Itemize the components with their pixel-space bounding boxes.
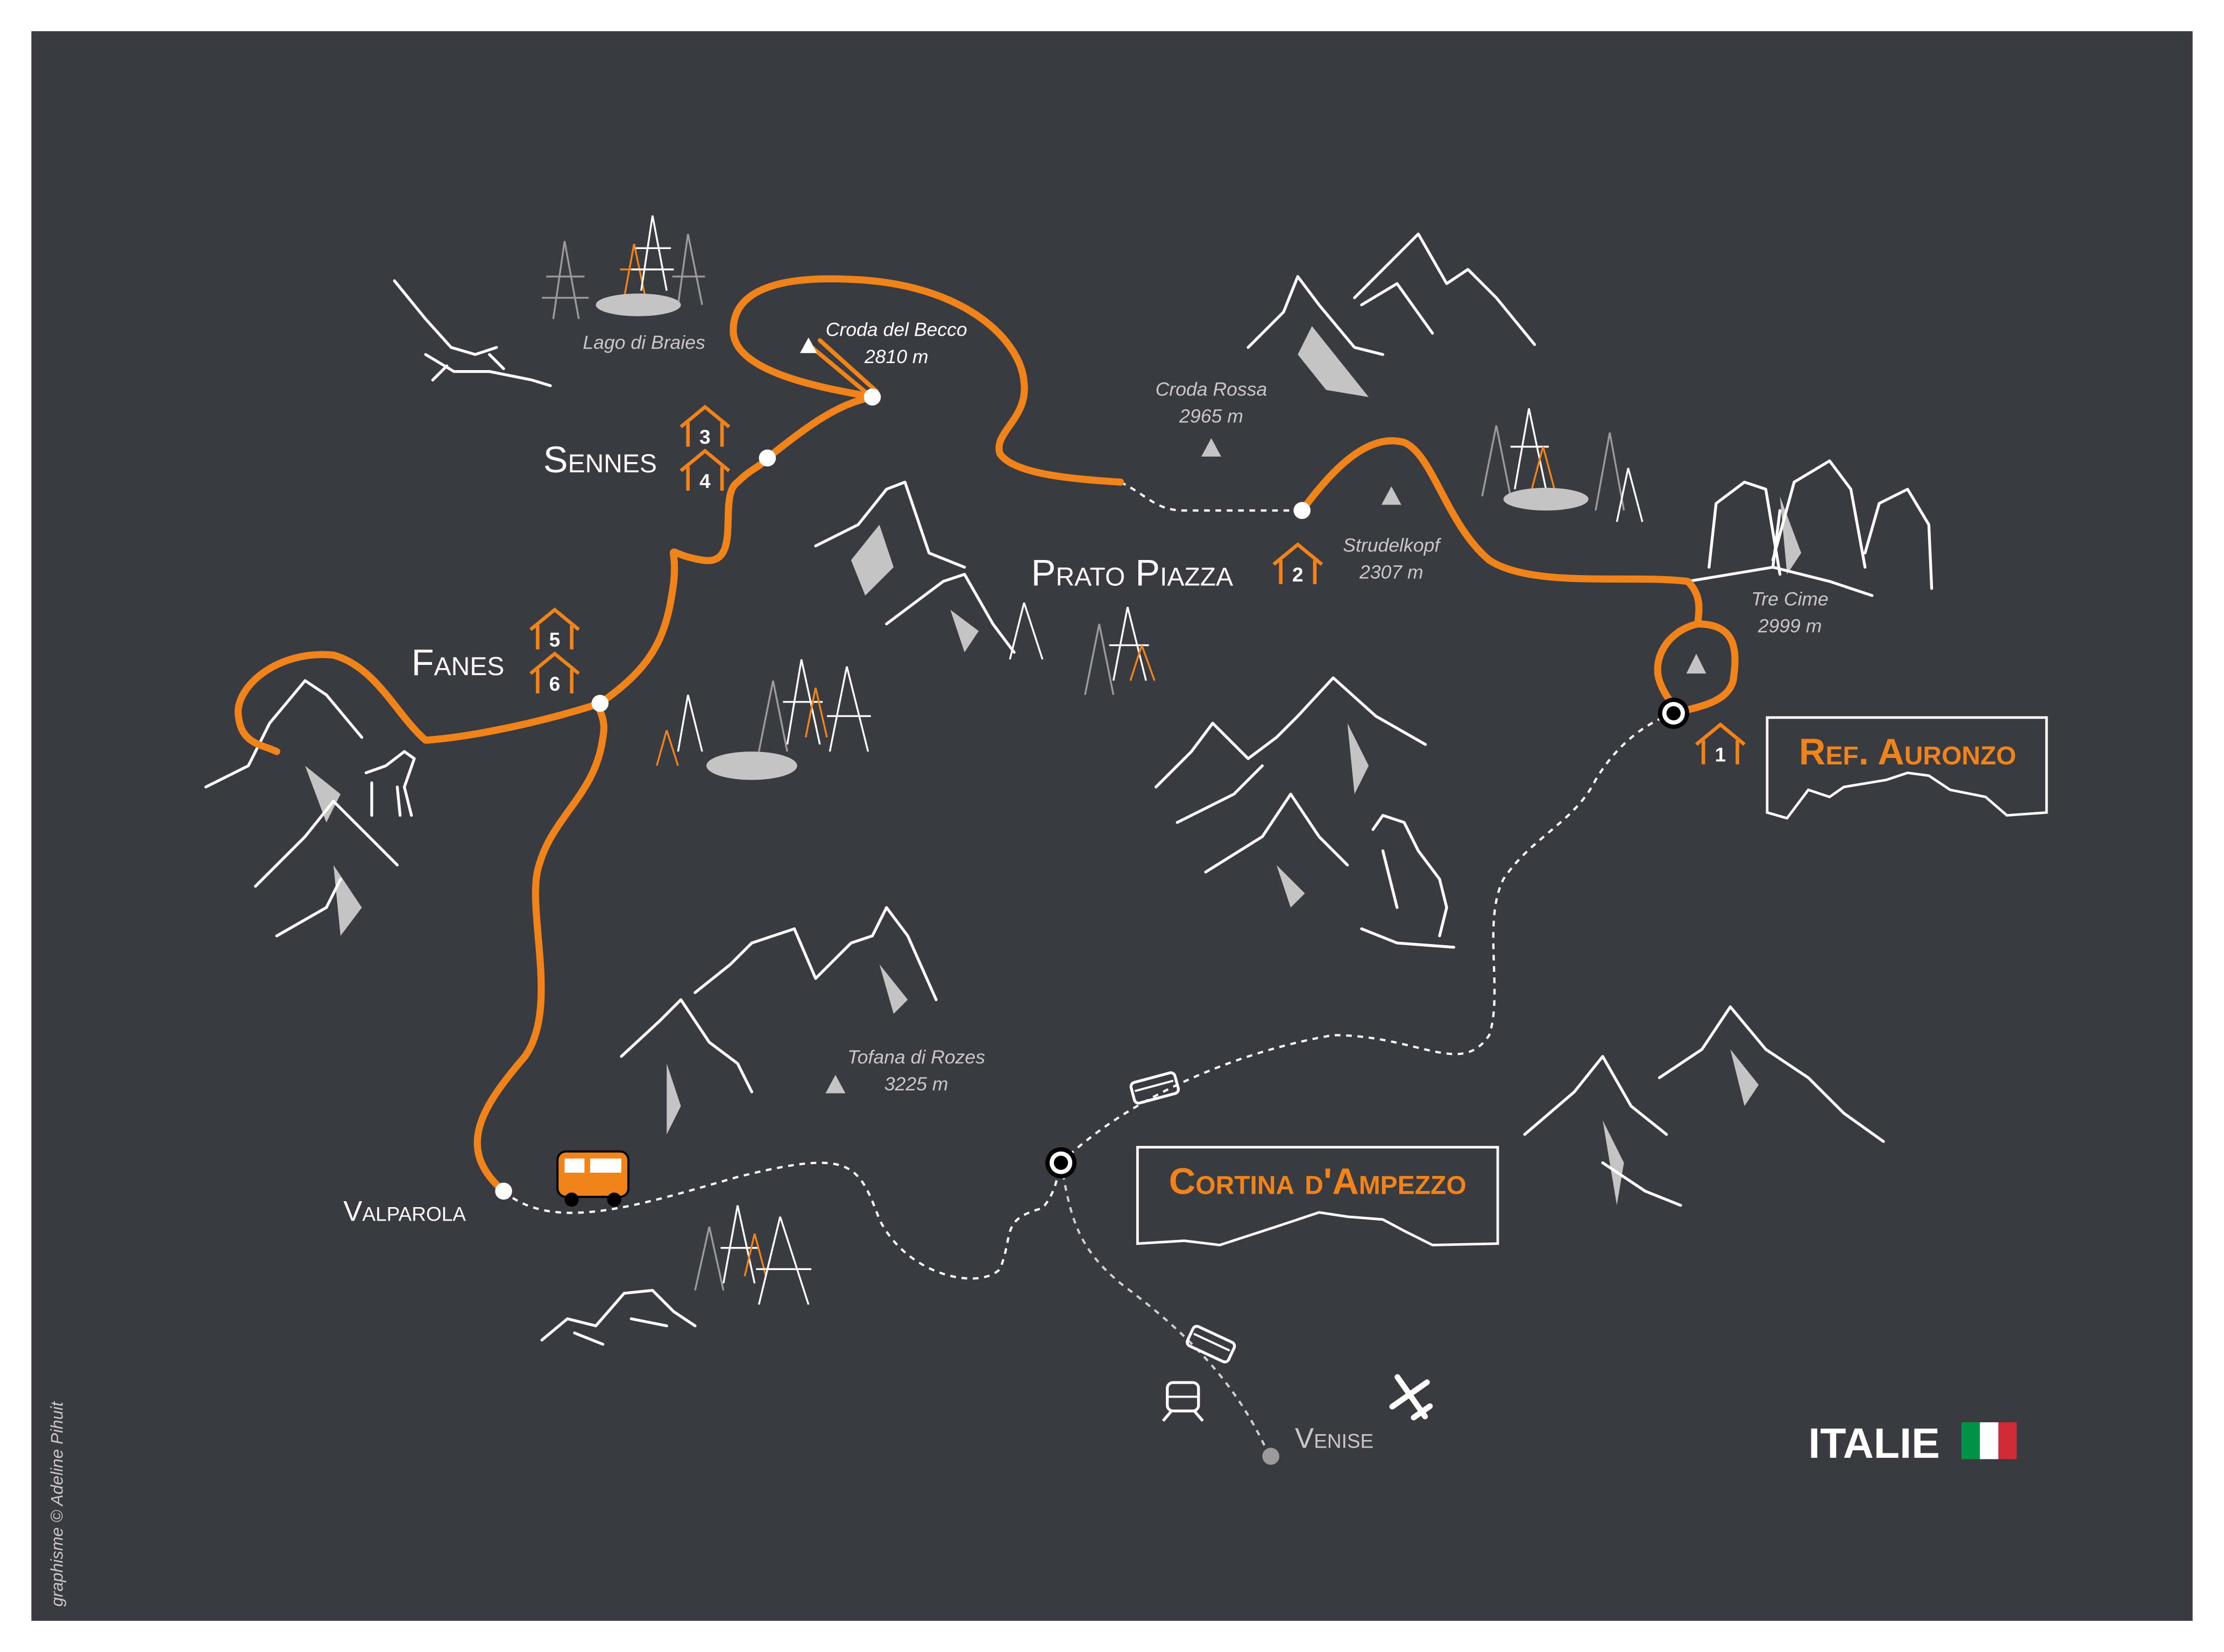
road-cortina-venise — [1060, 1162, 1271, 1457]
town-marker-auronzo[interactable] — [1658, 697, 1689, 729]
route-waypoints — [495, 388, 1689, 1465]
map-background — [31, 31, 2193, 1621]
chamois-icon — [364, 750, 416, 817]
huts: 3 4 5 6 2 1 — [529, 405, 1746, 766]
town-name: Ref. Auronzo — [1799, 731, 2016, 772]
waypoint-valparola[interactable] — [495, 1182, 512, 1200]
peak-triangle-icon — [1201, 438, 1221, 457]
forest-illustrations — [542, 215, 1644, 1305]
town-marker-cortina[interactable] — [1045, 1147, 1077, 1179]
transport-routes — [502, 481, 1674, 1457]
mountain-icon — [1155, 676, 1427, 908]
hut-icon[interactable]: 3 — [679, 405, 731, 449]
mountain-illustrations — [204, 232, 1933, 1346]
peak-triangle-icon — [800, 337, 817, 353]
peak-altitude: 2810 m — [864, 346, 929, 367]
mountain-icon — [204, 679, 399, 938]
peak-name: Tofana di Rozes — [847, 1046, 985, 1068]
tree-icon — [656, 659, 871, 780]
place-label-venise: Venise — [1295, 1422, 1373, 1454]
waypoint-prato-piazza[interactable] — [1293, 502, 1311, 519]
peak-altitude: 2307 m — [1359, 562, 1423, 583]
place-label-fanes: Fanes — [412, 642, 505, 683]
place-label-prato-piazza: Prato Piazza — [1031, 552, 1233, 594]
place-label-valparola: Valparola — [343, 1196, 466, 1228]
tree-icon — [1009, 602, 1156, 696]
town-name: Cortina d'Ampezzo — [1169, 1161, 1467, 1202]
peak-triangle-icon — [1381, 486, 1401, 505]
hiking-route — [235, 275, 1739, 1465]
peak-altitude: 3225 m — [884, 1073, 948, 1095]
svg-text:3: 3 — [699, 426, 711, 448]
mountain-icon — [1246, 232, 1536, 398]
hut-icon[interactable]: 6 — [529, 651, 580, 695]
hut-icon[interactable]: 2 — [1272, 542, 1323, 586]
mountain-icon — [814, 480, 1016, 654]
place-label-sennes: Sennes — [543, 439, 657, 480]
peak-triangle-icon — [825, 1075, 846, 1094]
hut-icon[interactable]: 5 — [529, 607, 580, 651]
waypoint-venise[interactable] — [1262, 1448, 1280, 1465]
peak-name: Strudelkopf — [1343, 534, 1441, 556]
peak-markers — [800, 337, 1706, 1094]
tree-icon — [694, 1205, 812, 1305]
peak-altitude: 2965 m — [1179, 406, 1243, 427]
country-label: ITALIE — [1808, 1419, 1940, 1467]
peak-triangle-icon — [1686, 654, 1706, 674]
train-icon — [1161, 1381, 1204, 1422]
mountain-icon — [620, 906, 938, 1135]
peak-altitude: 2999 m — [1758, 615, 1822, 637]
tree-icon — [1481, 408, 1644, 522]
airplane-icon — [1389, 1374, 1433, 1421]
peak-name: Croda Rossa — [1156, 378, 1267, 400]
ibex-icon — [1360, 814, 1455, 949]
svg-text:4: 4 — [699, 470, 711, 492]
mountain-icon — [1523, 1005, 1885, 1207]
tre-cime-icon — [1686, 459, 1933, 597]
credit-text: graphisme © Adeline Pihuit — [47, 1401, 66, 1607]
hut-icon[interactable]: 1 — [1695, 722, 1746, 766]
bus-icon — [1186, 1324, 1236, 1364]
svg-text:6: 6 — [549, 673, 561, 695]
road-valparola-cortina — [502, 1161, 1063, 1280]
waypoint-fanes[interactable] — [591, 694, 609, 712]
peak-name: Croda del Becco — [826, 319, 967, 341]
svg-text:2: 2 — [1292, 564, 1304, 586]
cortina-label[interactable]: Cortina d'Ampezzo — [1136, 1146, 1499, 1246]
van-icon — [556, 1150, 630, 1207]
peak-name: Tre Cime — [1751, 589, 1829, 610]
ref-auronzo-label[interactable]: Ref. Auronzo — [1766, 716, 2048, 820]
road-cortina-auronzo — [1060, 712, 1674, 1164]
lake-label: Lago di Braies — [583, 331, 705, 353]
waypoint-sennes[interactable] — [759, 449, 776, 467]
bus-icon — [1129, 1071, 1180, 1105]
svg-text:1: 1 — [1715, 744, 1726, 766]
hut-icon[interactable]: 4 — [679, 448, 731, 492]
italy-flag-icon — [1961, 1422, 2017, 1459]
eagle-icon — [393, 279, 552, 387]
svg-text:5: 5 — [549, 629, 561, 651]
waypoint-croda-del-becco[interactable] — [863, 388, 881, 406]
marmots-icon — [540, 1289, 697, 1346]
tree-icon — [542, 215, 705, 320]
